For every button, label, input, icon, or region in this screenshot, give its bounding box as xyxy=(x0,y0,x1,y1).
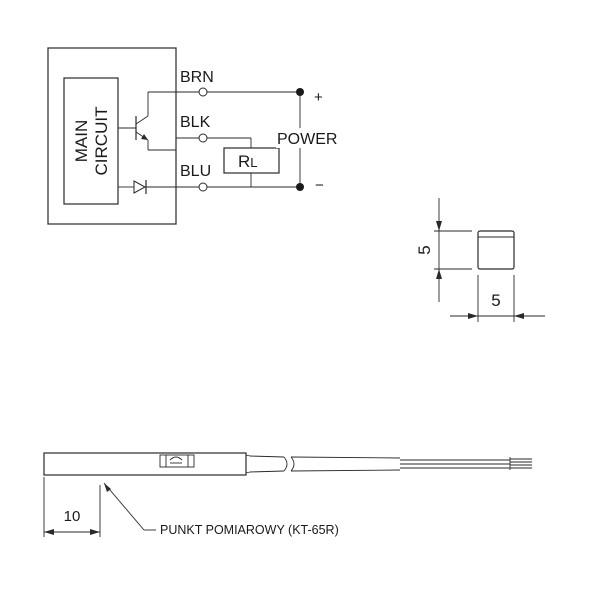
load-resistor-label: RL xyxy=(238,152,258,171)
wiring-schematic: MAIN CIRCUIT BRN B xyxy=(47,47,346,225)
width-dimension-value: 5 xyxy=(491,291,500,310)
power-plus-sign: + xyxy=(314,89,323,106)
cross-section-drawing: 5 5 xyxy=(415,198,545,322)
wire-label-blk: BLK xyxy=(180,114,211,131)
sensor-side-view: 10 PUNKT POMIAROWY (KT-65R) xyxy=(43,452,532,537)
diode-symbol xyxy=(118,180,200,194)
main-circuit-label-line1: MAIN xyxy=(72,120,91,163)
sensor-body xyxy=(43,452,247,476)
sensor-housing-box xyxy=(47,47,177,225)
sensor-window xyxy=(159,454,195,468)
brn-terminal xyxy=(198,87,208,97)
power-plus-node xyxy=(296,88,304,96)
power-minus-sign: − xyxy=(315,177,324,194)
blk-terminal xyxy=(198,133,208,143)
wire-label-brn: BRN xyxy=(180,69,214,86)
load-resistor xyxy=(223,147,280,174)
blu-terminal xyxy=(198,182,208,192)
main-circuit-box xyxy=(63,77,119,205)
power-minus-node xyxy=(296,183,304,191)
cross-section-square xyxy=(477,230,515,270)
height-dimension-value: 5 xyxy=(415,245,434,254)
transistor-symbol xyxy=(118,92,177,151)
wire-label-blu: BLU xyxy=(180,163,211,180)
measuring-point-label: PUNKT POMIAROWY (KT-65R) xyxy=(160,523,339,537)
main-circuit-label-line2: CIRCUIT xyxy=(92,107,111,176)
length-dimension-value: 10 xyxy=(64,508,81,525)
power-label: POWER xyxy=(277,131,337,148)
